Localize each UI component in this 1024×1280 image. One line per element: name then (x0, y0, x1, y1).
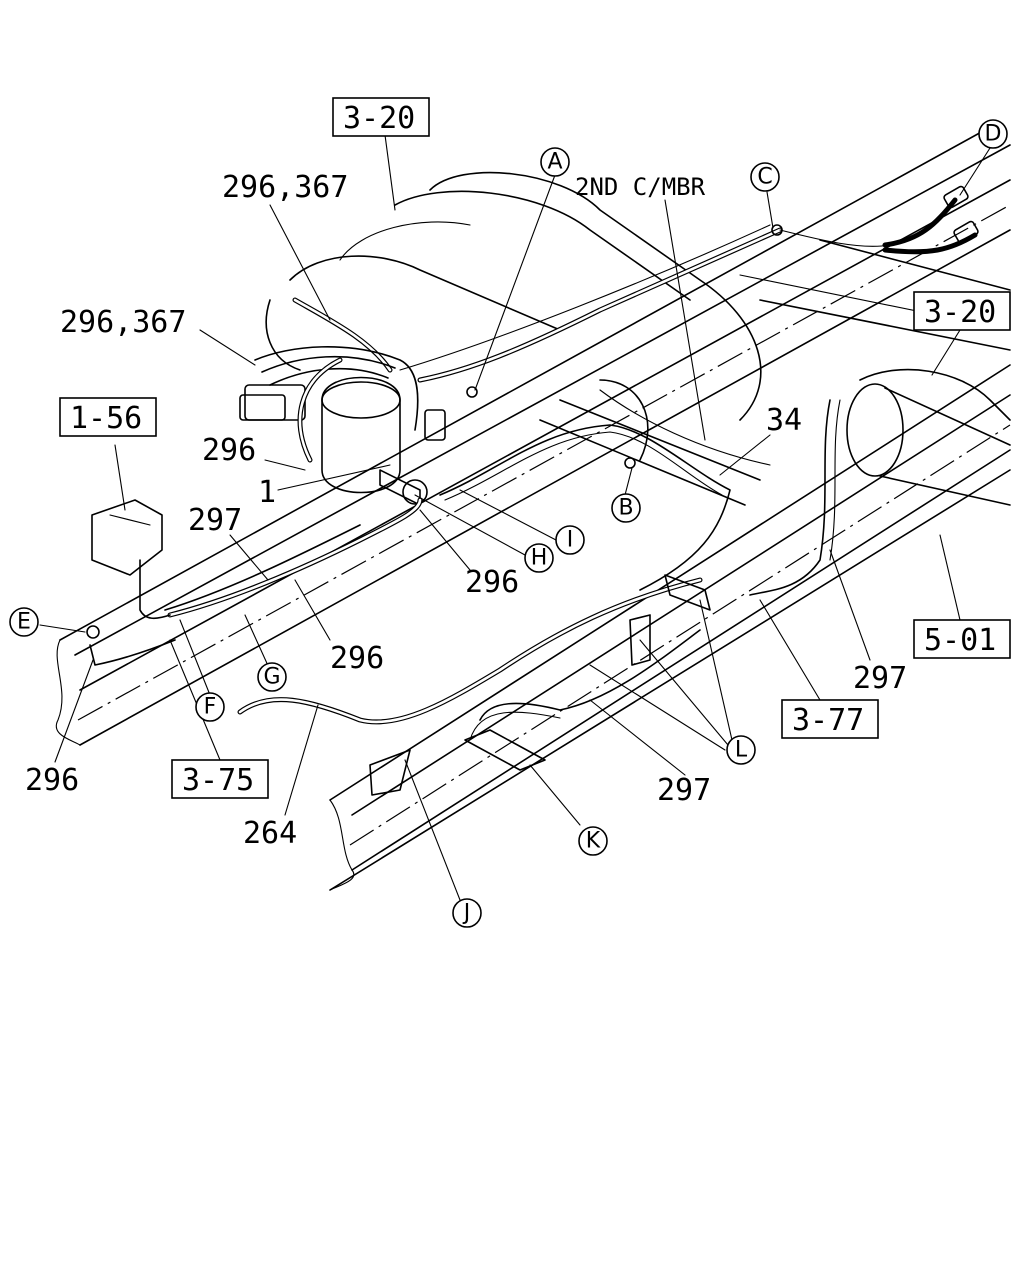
reference-box-3-75: 3-75 (171, 759, 269, 799)
reference-label: 3-77 (792, 703, 864, 738)
callout-H: H (524, 543, 554, 573)
callout-letter: C (757, 165, 772, 190)
reference-label: 3-75 (182, 763, 254, 798)
part-number-297-bottom: 297 (657, 773, 711, 808)
callout-F: F (195, 692, 225, 722)
leader-lines (39, 134, 991, 901)
reference-label: 1-56 (70, 401, 142, 436)
reference-box-5-01: 5-01 (913, 619, 1011, 659)
part-number-264: 264 (243, 816, 297, 851)
reference-box-3-20-right: 3-20 (913, 291, 1011, 331)
part-number-296-lower: 296 (330, 641, 384, 676)
callout-D: D (978, 119, 1008, 149)
callout-letter: D (985, 122, 1002, 147)
callout-I: I (555, 525, 585, 555)
reference-box-3-20-top: 3-20 (332, 97, 430, 137)
callout-letter: H (531, 546, 548, 571)
part-number-297-left: 297 (188, 503, 242, 538)
part-number-34: 34 (766, 403, 802, 438)
part-number-297-right: 297 (853, 661, 907, 696)
reference-label: 3-20 (343, 101, 415, 136)
callout-L: L (726, 735, 756, 765)
callout-J: J (452, 898, 482, 928)
callout-G: G (257, 662, 287, 692)
callout-B: B (611, 493, 641, 523)
reference-box-1-56: 1-56 (59, 397, 157, 437)
callout-letter: F (204, 695, 217, 720)
reference-box-3-77: 3-77 (781, 699, 879, 739)
part-number-1: 1 (258, 475, 276, 510)
part-number-296-367-top: 296,367 (222, 170, 348, 205)
callout-A: A (540, 147, 570, 177)
callout-letter: K (586, 829, 601, 854)
part-number-296-367-left: 296,367 (60, 305, 186, 340)
callout-letter: A (547, 150, 562, 175)
callout-K: K (578, 826, 608, 856)
brake-lines (89, 185, 979, 741)
part-number-296-mid: 296 (465, 565, 519, 600)
callout-letter: E (17, 610, 31, 635)
callout-E: E (9, 607, 39, 637)
reference-label: 5-01 (924, 623, 996, 658)
callout-letter: B (618, 496, 633, 521)
reference-label: 3-20 (924, 295, 996, 330)
callout-letter: J (462, 901, 471, 926)
callout-letter: L (735, 738, 748, 763)
part-number-296-upper: 296 (202, 433, 256, 468)
callout-C: C (750, 162, 780, 192)
callout-letter: G (263, 665, 280, 690)
cross-member-label: 2ND C/MBR (575, 173, 706, 201)
frame-rails (55, 129, 1011, 891)
part-number-296-left: 296 (25, 763, 79, 798)
brackets (86, 224, 783, 796)
air-tanks (265, 171, 1011, 506)
callout-letter: I (567, 528, 574, 553)
